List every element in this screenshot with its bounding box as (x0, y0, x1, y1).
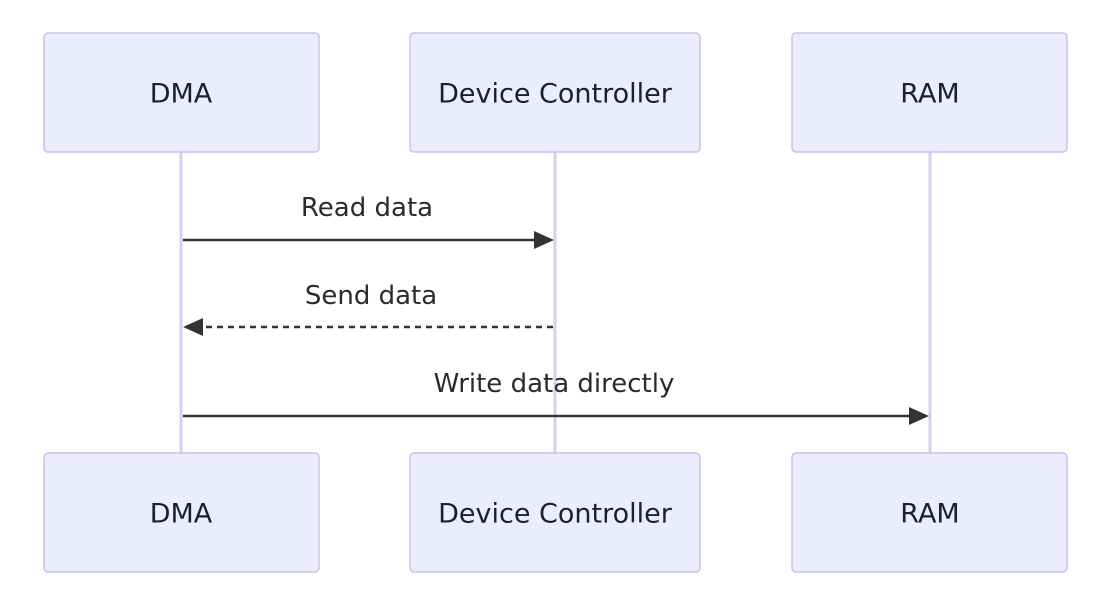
actor-label-dma: DMA (150, 79, 213, 110)
message-send-data: Send data (183, 281, 553, 336)
actor-box (791, 452, 1068, 573)
message-label: Read data (301, 193, 433, 223)
actor-top-ram: RAM (791, 32, 1068, 153)
actor-label-ram: RAM (900, 79, 959, 110)
message-write-data-directly: Write data directly (183, 369, 929, 425)
message-label: Write data directly (434, 369, 675, 399)
actor-label-dma: DMA (150, 499, 213, 530)
actor-box (409, 32, 701, 153)
message-label: Send data (305, 281, 437, 311)
actor-box (409, 452, 701, 573)
actor-bottom-dma: DMA (43, 452, 320, 573)
arrow-head (183, 318, 203, 336)
actor-top-dma: DMA (43, 32, 320, 153)
actor-box (791, 32, 1068, 153)
actor-top-device-controller: Device Controller (409, 32, 701, 153)
arrow-head (909, 407, 929, 425)
actor-bottom-ram: RAM (791, 452, 1068, 573)
actor-label-device-controller: Device Controller (438, 79, 673, 110)
actor-box (43, 32, 320, 153)
actor-bottom-device-controller: Device Controller (409, 452, 701, 573)
actor-label-device-controller: Device Controller (438, 499, 673, 530)
message-read-data: Read data (183, 193, 554, 249)
actor-label-ram: RAM (900, 499, 959, 530)
arrow-head (534, 231, 554, 249)
actor-box (43, 452, 320, 573)
